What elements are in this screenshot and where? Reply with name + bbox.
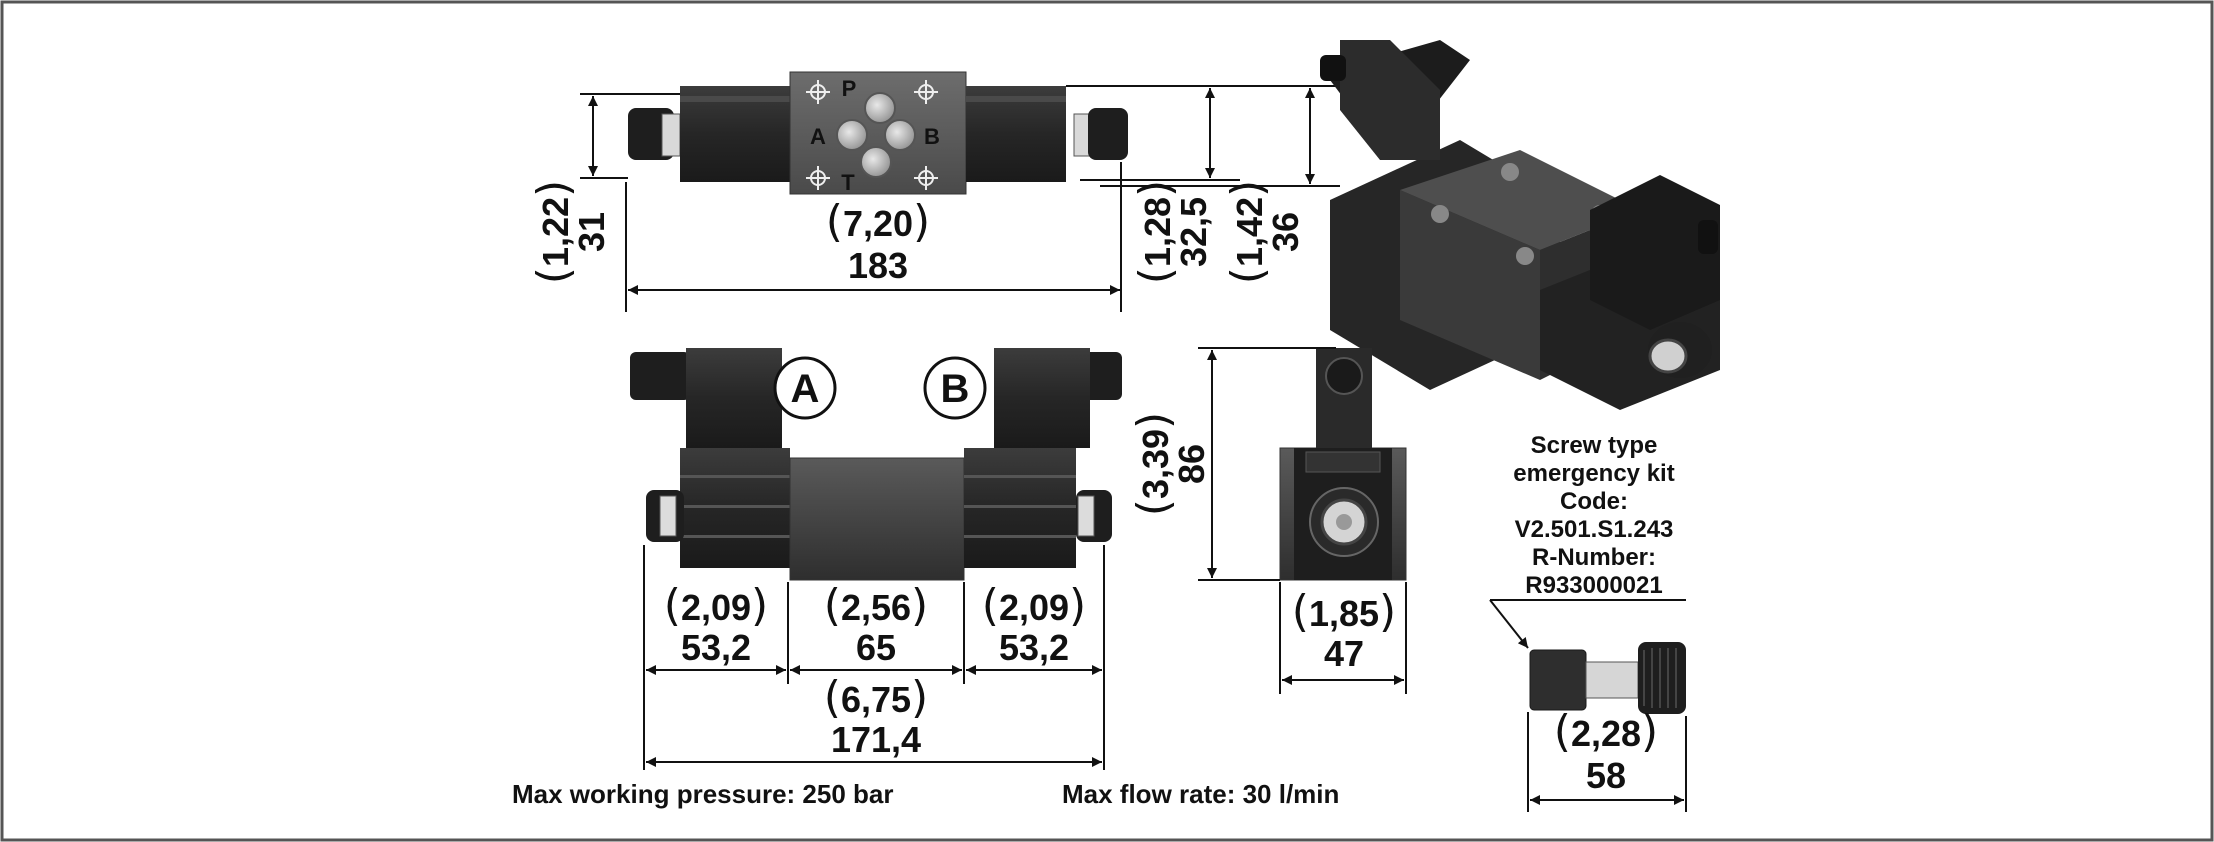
svg-text:(7,20): (7,20) <box>826 196 930 247</box>
kit-line-6: R933000021 <box>1525 572 1662 599</box>
svg-text:(2,28): (2,28) <box>1554 706 1658 757</box>
svg-text:(6,75): (6,75) <box>824 672 928 723</box>
right-height-1-inch: 1,28 <box>1137 197 1178 267</box>
side-width-inch: 1,85 <box>1309 593 1379 634</box>
iso-block-top <box>1400 150 1640 250</box>
right-height-2-inch: 1,42 <box>1229 197 1270 267</box>
iso-manual-override <box>1648 338 1688 374</box>
side-width-mm: 47 <box>1324 633 1364 674</box>
svg-text:(1,42): (1,42) <box>1222 180 1273 284</box>
port-a-hole <box>836 119 868 151</box>
side-height-inch: 3,39 <box>1135 429 1176 499</box>
kit-leader-line <box>1489 599 1529 649</box>
port-b-hole <box>884 119 916 151</box>
top-view: P A B T (1,22) 31 (7,20) 183 (1 <box>528 71 1340 312</box>
solenoid-right-inch: 2,09 <box>999 587 1069 628</box>
top-length-inch: 7,20 <box>843 203 913 244</box>
svg-text:(2,09): (2,09) <box>982 580 1086 631</box>
port-b-label: B <box>924 124 940 149</box>
top-height-mm: 31 <box>571 212 612 252</box>
solenoid-right-mm: 53,2 <box>999 627 1069 668</box>
top-right-nut <box>1088 108 1128 160</box>
svg-text:(2,09): (2,09) <box>664 580 768 631</box>
right-height-1-mm: 32,5 <box>1173 197 1214 267</box>
kit-pin <box>1585 661 1639 699</box>
solenoid-a-label: A <box>791 367 820 411</box>
iso-right-plug <box>1590 175 1720 330</box>
spec-max-flow: Max flow rate: 30 l/min <box>1062 779 1339 809</box>
svg-text:(2,56): (2,56) <box>824 580 928 631</box>
port-t-hole <box>860 146 892 178</box>
kit-line-1: Screw type <box>1531 432 1658 459</box>
front-valve-block <box>789 457 965 581</box>
overall-inch: 6,75 <box>841 679 911 720</box>
kit-line-3: Code: <box>1560 488 1628 515</box>
front-left-plug <box>686 348 782 448</box>
spec-max-pressure: Max working pressure: 250 bar <box>512 779 893 809</box>
port-t-label: T <box>841 170 855 195</box>
side-height-mm: 86 <box>1171 444 1212 484</box>
top-length-mm: 183 <box>848 245 908 286</box>
solenoid-b-circle <box>923 356 987 420</box>
kit-line-5: R-Number: <box>1532 544 1656 571</box>
kit-body <box>1529 649 1587 711</box>
front-right-plug <box>994 348 1090 448</box>
front-view: A B (2,09) 53,2 (2,56) 65 (2,09) 53,2 (6… <box>630 348 1122 770</box>
mounting-holes <box>806 80 938 190</box>
emergency-kit: Screw type emergency kit Code: V2.501.S1… <box>1489 432 1687 812</box>
port-p-label: P <box>842 76 857 101</box>
solenoid-left-inch: 2,09 <box>681 587 751 628</box>
svg-text:(3,39): (3,39) <box>1128 412 1179 516</box>
solenoid-left-mm: 53,2 <box>681 627 751 668</box>
kit-line-4: V2.501.S1.243 <box>1515 516 1674 543</box>
overall-mm: 171,4 <box>831 719 921 760</box>
solenoid-a-circle <box>773 356 837 420</box>
kit-length-inch: 2,28 <box>1571 713 1641 754</box>
svg-text:(1,85): (1,85) <box>1292 586 1396 637</box>
port-a-label: A <box>810 124 826 149</box>
kit-length-mm: 58 <box>1586 755 1626 796</box>
body-mm: 65 <box>856 627 896 668</box>
kit-knob <box>1638 642 1686 714</box>
iso-block-front <box>1400 190 1540 380</box>
solenoid-b-label: B <box>941 367 970 411</box>
svg-text:(1,22): (1,22) <box>528 180 579 284</box>
top-height-inch: 1,22 <box>535 197 576 267</box>
isometric-view <box>1320 40 1720 410</box>
port-p-hole <box>864 92 896 124</box>
top-left-ring <box>661 113 681 157</box>
right-height-2-mm: 36 <box>1265 212 1306 252</box>
kit-line-2: emergency kit <box>1513 460 1674 487</box>
svg-text:(1,28): (1,28) <box>1130 180 1181 284</box>
body-inch: 2,56 <box>841 587 911 628</box>
side-view: (3,39) 86 (1,85) 47 <box>1128 347 1407 694</box>
